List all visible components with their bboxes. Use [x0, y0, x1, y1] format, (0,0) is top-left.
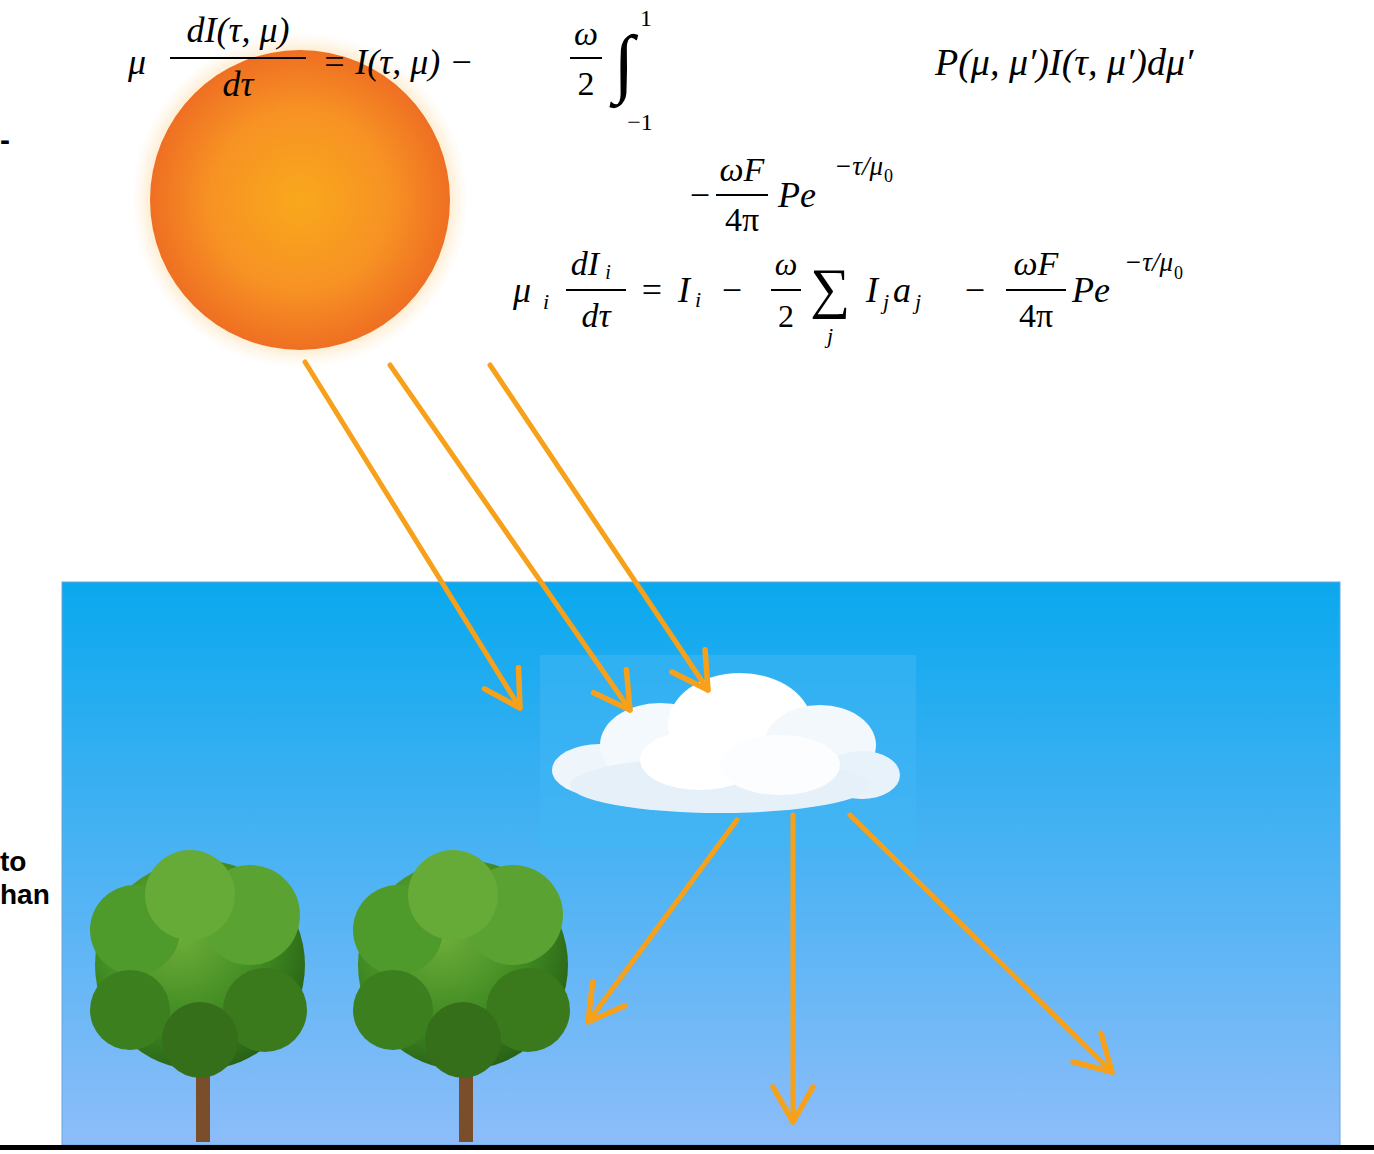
equation-part: i: [605, 262, 611, 282]
equation-part: ωF: [720, 153, 765, 187]
equation-part: ∫: [614, 24, 635, 100]
equation-part: ωF: [1014, 247, 1059, 281]
equation-part: −: [690, 177, 710, 213]
equation-part: dI: [571, 247, 599, 281]
equation-part: 0: [1174, 264, 1183, 282]
equation-part: j: [915, 291, 921, 313]
scattered-rays: [588, 815, 1112, 1122]
equation-part: 4π: [725, 203, 759, 237]
equation-part: dτ: [581, 299, 610, 333]
equation-part: j: [827, 325, 833, 347]
tree: [353, 850, 570, 1142]
equation-part: j: [883, 291, 889, 313]
equation-part: μ: [513, 272, 531, 308]
equation-part: a: [893, 272, 911, 308]
equation-part: Pe: [1072, 272, 1110, 308]
equation-part: i: [695, 289, 701, 311]
equation-part: I: [866, 272, 878, 308]
equation-part: 1: [640, 6, 652, 30]
equation-part: 2: [578, 67, 595, 101]
equation-part: P(μ, μ′)I(τ, μ′)dμ′: [935, 43, 1193, 81]
equation-part: −τ/μ: [1124, 249, 1173, 276]
equation-part: −: [965, 272, 985, 308]
equation-part: =: [642, 272, 662, 308]
equation-part: 4π: [1019, 299, 1053, 333]
equation-part: μ: [128, 44, 146, 80]
equation-part: −1: [627, 110, 653, 134]
cropped-note: han: [0, 881, 50, 909]
equation-part: dτ: [223, 66, 254, 102]
incoming-rays: [305, 362, 708, 710]
sky-panel: [62, 582, 1340, 1145]
cloud: [552, 673, 900, 813]
equation-part: I: [678, 272, 690, 308]
equation-part: ω: [775, 248, 798, 280]
sun-glow: [132, 32, 468, 368]
equation-part: = I(τ, μ) −: [322, 44, 474, 80]
equation-part: 0: [884, 167, 893, 185]
equation-part: ω: [574, 17, 598, 51]
cropped-note: -: [0, 125, 10, 155]
equation-part: dI(τ, μ): [187, 12, 290, 48]
cloud-backdrop: [540, 655, 916, 847]
sun: [150, 50, 450, 350]
tree: [90, 850, 307, 1142]
cropped-note: to: [0, 848, 26, 876]
equation-part: −: [722, 272, 742, 308]
equation-part: ∑: [810, 260, 850, 316]
equation-part: i: [543, 291, 549, 313]
equation-part: 2: [778, 300, 794, 332]
ground-line: [0, 1145, 1374, 1150]
equation-part: Pe: [778, 177, 816, 213]
equation-part: −τ/μ: [834, 153, 883, 180]
